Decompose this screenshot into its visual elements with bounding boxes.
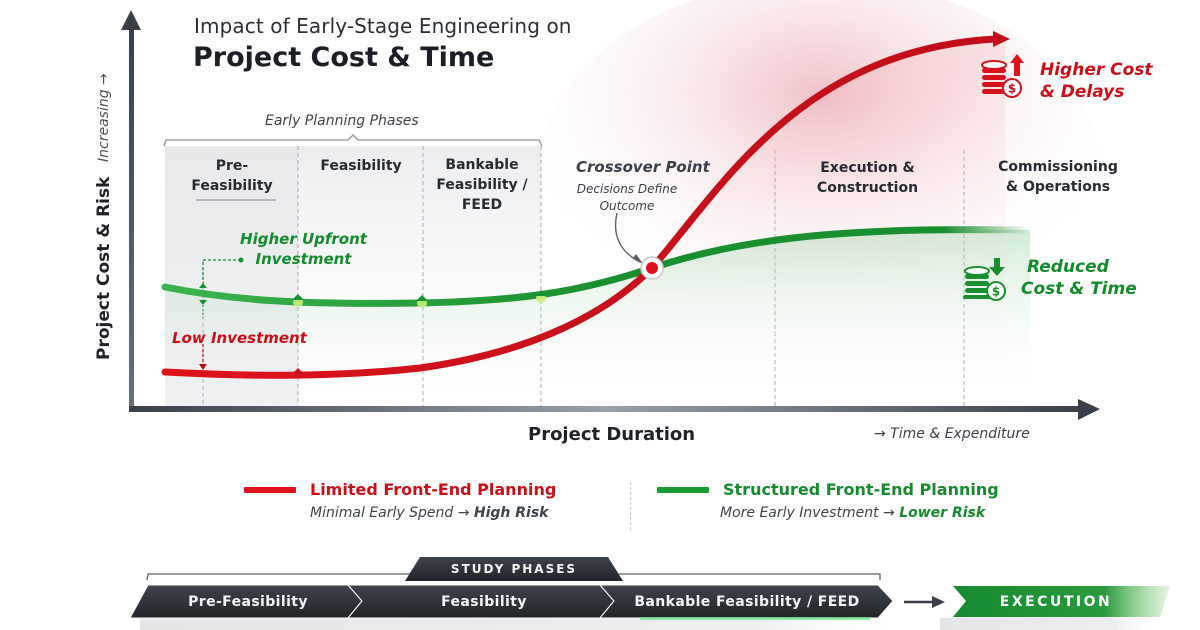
legend-item-structured: Structured Front-End Planning More Early… [657,480,999,521]
investment-gap-markers [199,257,244,370]
study-phases-label: STUDY PHASES [450,562,578,576]
crossover-description: Decisions Define Outcome [562,181,692,215]
legend-swatch-red [244,486,296,493]
annotation-line: Investment [255,250,352,268]
legend-item-limited: Limited Front-End Planning Minimal Early… [244,480,556,521]
low-investment-annotation: Low Investment [172,329,307,347]
timeline-stage-execution: EXECUTION [999,593,1113,610]
red-milestone [292,368,304,374]
x-axis-arrowhead [1078,399,1100,420]
page-title: Project Cost & Time [193,42,495,73]
phase-line: Feasibility [320,158,402,174]
reduced-cost-annotation: Reduced Cost & Time [1021,256,1137,300]
y-axis-label: Project Cost & Risk [94,176,114,360]
timeline-stage-feasibility: Feasibility [441,593,527,610]
svg-text:$: $ [1008,82,1016,96]
legend-desc-text: Minimal Early Spend → [310,505,474,521]
phase-line: FEED [461,197,503,213]
y-axis-hint: Increasing → [96,73,112,162]
phase-bankable-feasibility: Bankable Feasibility / FEED [425,155,539,215]
y-axis-arrowhead [121,10,141,30]
structured-planning-line [161,226,1034,307]
red-line-arrowhead [993,31,1010,47]
timeline-stage-pre-feasibility: Pre-Feasibility [188,593,308,610]
crossover-line: Outcome [599,199,655,213]
phase-line: & Operations [1005,179,1111,195]
coins-dollar-down-arrow-icon: $ [963,258,1006,301]
phase-line: Feasibility / [436,177,528,193]
phase-line: Commissioning [998,159,1118,175]
y-axis [129,26,134,412]
annotation-line: Higher Upfront [240,230,367,248]
phase-line: Execution & [820,160,915,176]
annotation-line: & Delays [1040,82,1125,102]
green-milestones [292,290,547,308]
early-planning-label: Early Planning Phases [265,113,419,129]
crossover-marker [614,212,664,280]
annotation-line: Higher Cost [1040,60,1153,80]
svg-text:$: $ [992,285,1000,299]
phase-underline [196,199,276,201]
x-axis-label: Project Duration [528,424,696,445]
x-axis [129,406,1084,412]
annotation-line: Reduced [1027,257,1109,277]
phase-line: Feasibility [191,178,273,194]
phase-line: Pre- [215,158,249,174]
legend-swatch-green [657,486,709,493]
phase-pre-feasibility: Pre- Feasibility [168,156,296,196]
phase-line: Bankable [445,157,519,173]
legend-title: Structured Front-End Planning [723,480,999,499]
legend-divider [630,482,631,530]
legend-description: Minimal Early Spend → High Risk [310,505,556,521]
higher-upfront-annotation: Higher Upfront Investment [236,229,371,269]
crossover-title: Crossover Point [576,158,710,176]
annotation-line: Cost & Time [1021,279,1137,299]
phase-feasibility: Feasibility [300,156,422,176]
x-axis-hint: → Time & Expenditure [874,426,1030,442]
phase-execution-construction: Execution & Construction [790,158,945,198]
legend-desc-emphasis: Lower Risk [899,505,986,521]
legend-desc-emphasis: High Risk [473,505,549,521]
coins-dollar-up-arrow-icon: $ [981,54,1024,98]
limited-planning-line [161,35,999,379]
crossover-line: Decisions Define [576,182,678,196]
timeline-graphics [129,557,1170,630]
timeline-stage-bankable-feed: Bankable Feasibility / FEED [634,593,860,610]
legend-title: Limited Front-End Planning [310,480,557,499]
title-subtitle: Impact of Early-Stage Engineering on [194,14,572,38]
legend-desc-text: More Early Investment → [720,505,900,521]
phase-line: Construction [816,180,919,196]
higher-cost-annotation: Higher Cost & Delays [1040,59,1153,103]
early-planning-bracket [163,134,543,147]
phase-commissioning-operations: Commissioning & Operations [968,157,1148,197]
red-area [165,39,1005,406]
legend-description: More Early Investment → Lower Risk [720,505,999,521]
